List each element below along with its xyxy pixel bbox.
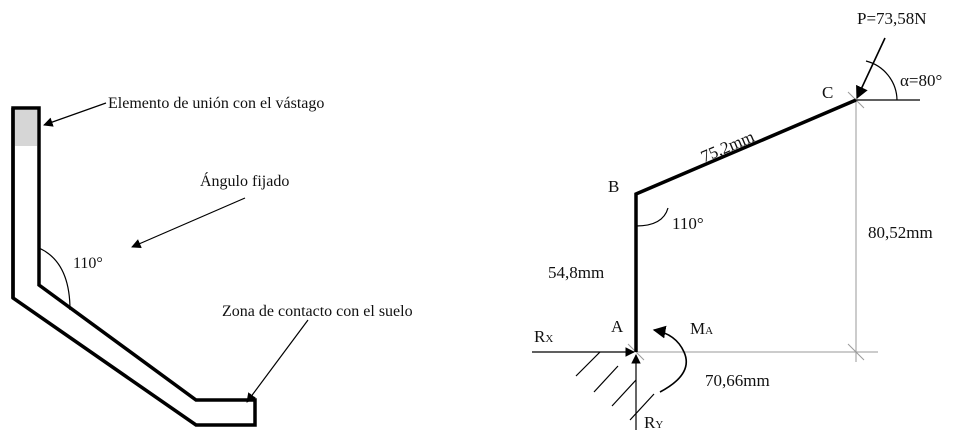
leader-union [43, 102, 107, 127]
label-angle-b: 110° [672, 214, 704, 233]
label-union: Elemento de unión con el vástago [108, 95, 324, 112]
angle-arc-b [635, 207, 669, 227]
dim-tick-right [847, 343, 865, 361]
union-element-shaded [15, 110, 37, 146]
label-ry: RY [644, 413, 663, 432]
free-body-diagram: P=73,58N α=80° C 75,2mm B 110° 80,52mm 5… [532, 9, 942, 432]
label-contact: Zona de contacto con el suelo [222, 303, 413, 320]
label-rx: RX [534, 327, 553, 346]
leader-angle [131, 197, 246, 248]
label-angle-110-left: 110° [73, 255, 103, 272]
label-length-ab: 54,8mm [548, 263, 604, 282]
label-angle-fixed: Ángulo fijado [200, 171, 289, 190]
angle-arc-left [38, 247, 71, 311]
label-height-c: 80,52mm [868, 223, 933, 242]
ground-hatch [575, 351, 655, 421]
leader-contact [246, 319, 309, 403]
part-outline [11, 106, 257, 427]
label-point-b: B [608, 177, 619, 196]
label-ma: MA [690, 319, 713, 338]
label-point-c: C [822, 83, 833, 102]
angle-arc-c [865, 60, 898, 101]
label-alpha: α=80° [900, 71, 942, 90]
label-horizontal: 70,66mm [705, 371, 770, 390]
part-drawing: Elemento de unión con el vástago Ángulo … [11, 95, 413, 427]
label-point-a: A [611, 317, 624, 336]
force-p-arrow [856, 37, 886, 100]
label-length-bc: 75,2mm [698, 127, 757, 166]
label-force-p: P=73,58N [857, 9, 927, 28]
moment-ma-arrow [652, 325, 688, 393]
member-abc [634, 98, 857, 352]
